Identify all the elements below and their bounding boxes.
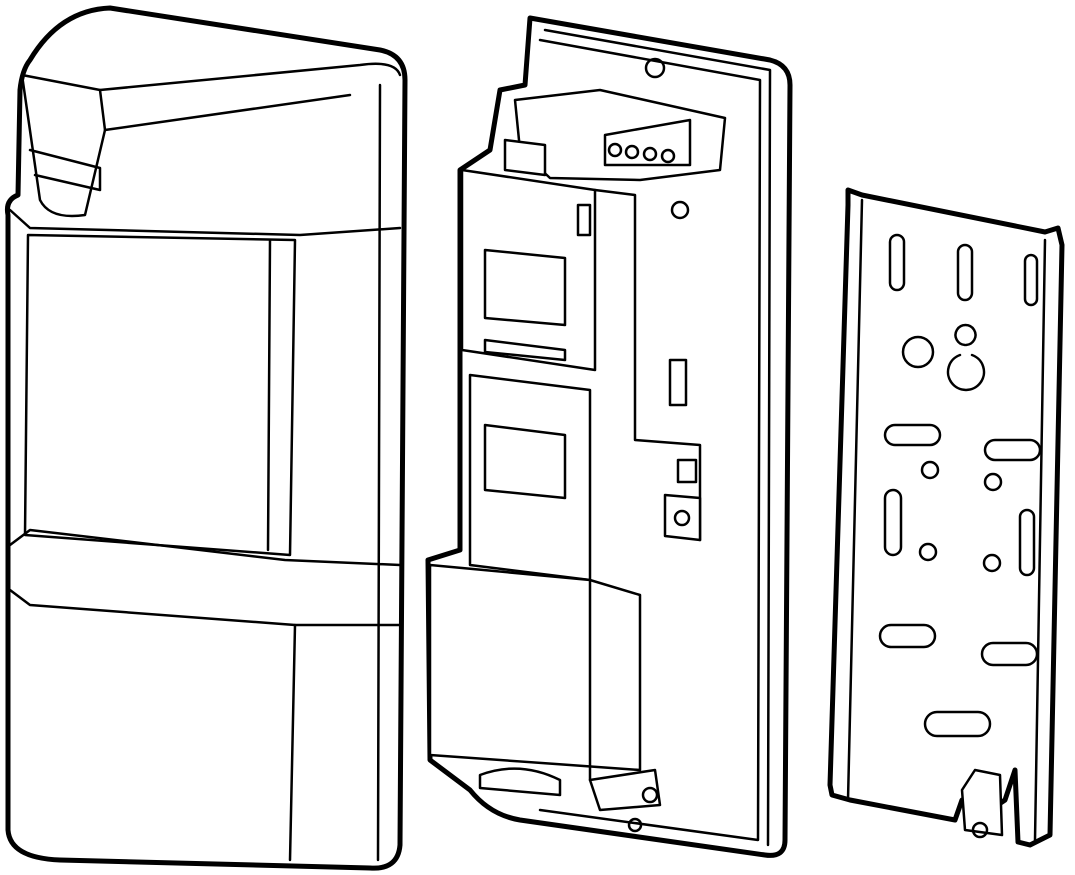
- mounting-bracket: [827, 187, 1065, 848]
- front-cover: [5, 5, 408, 871]
- sensor-chassis: [425, 15, 793, 858]
